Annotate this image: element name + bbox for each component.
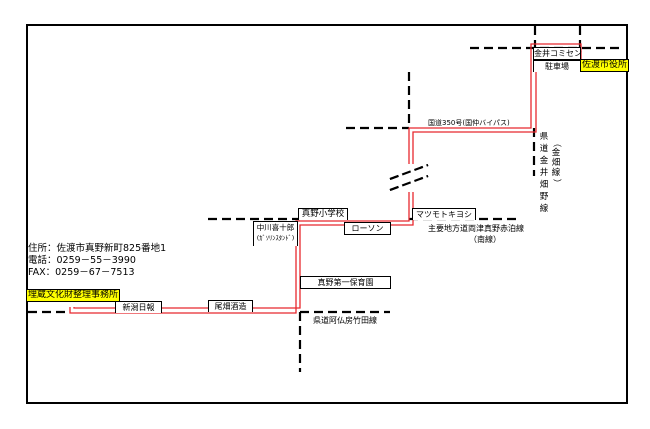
road-label-main-alias: （南線）: [469, 235, 501, 244]
phone-text: 電話：0259－55－3990: [28, 255, 136, 266]
landmark-mano-elementary: 真野小学校: [298, 208, 348, 220]
road-label-kanai-hatano: 県 道 金 井 畑 野 線: [539, 132, 549, 214]
landmark-lawson: ローソン: [344, 222, 391, 235]
landmark-parking: 駐車場: [533, 60, 581, 72]
road-label-abutsubo: 県道阿仏房竹田線: [313, 316, 377, 325]
destination-city-hall[interactable]: 佐渡市役所: [580, 59, 630, 72]
address-text: 住所：佐渡市真野新町825番地1: [28, 243, 167, 254]
road-label-kanai-hatano-alias: （ 金 畑 線 ）: [551, 138, 561, 188]
landmark-matsumoto-kiyoshi: マツモトキヨシ: [412, 208, 476, 220]
road-label-route350: 国道350号(国仲バイパス): [428, 119, 510, 127]
landmark-kanai-comisen: 金井コミセン: [533, 47, 582, 60]
nakagawa-sub: (ｶﾞｿﾘﾝｽﾀﾝﾄﾞ): [256, 234, 295, 242]
landmark-niigata-nippo: 新潟日報: [115, 301, 162, 313]
landmark-mano-nursery: 真野第一保育園: [300, 276, 391, 289]
map-frame: [26, 24, 628, 404]
contact-info: 住所：佐渡市真野新町825番地1 電話：0259－55－3990 FAX：025…: [28, 243, 166, 279]
landmark-nakagawa: 中川喜十郎 (ｶﾞｿﾘﾝｽﾀﾝﾄﾞ): [253, 221, 298, 246]
road-label-main: 主要地方道両津真野赤泊線: [428, 224, 524, 233]
destination-office[interactable]: 埋蔵文化財整理事務所: [26, 289, 121, 302]
fax-text: FAX：0259－67－7513: [28, 267, 135, 278]
nakagawa-name: 中川喜十郎: [256, 223, 295, 232]
landmark-obata-brewery: 尾畑酒造: [208, 300, 253, 312]
